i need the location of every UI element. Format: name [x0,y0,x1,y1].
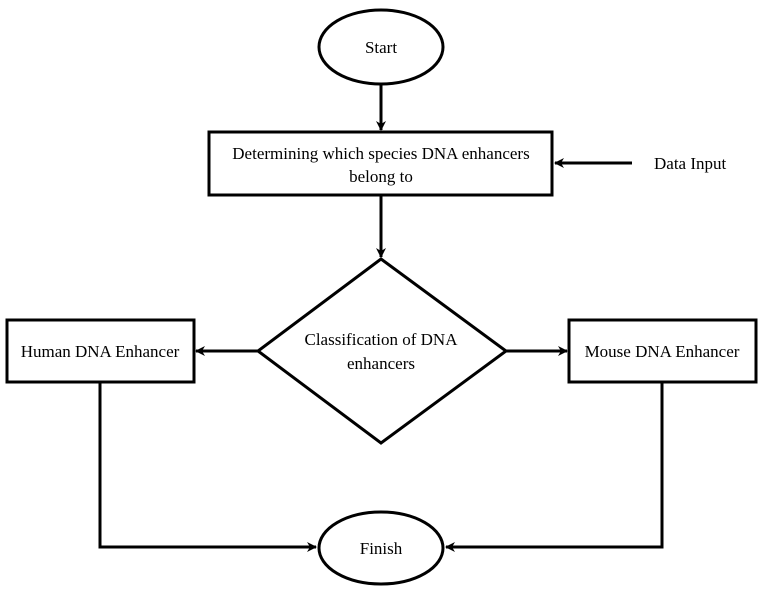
human-enhancer-label: Human DNA Enhancer [21,342,180,361]
finish-label: Finish [360,539,403,558]
decision-label-line2: enhancers [347,354,415,373]
process-label-line2: belong to [349,167,413,186]
finish-node: Finish [317,510,445,586]
arrow-human-to-finish [98,382,317,552]
process-label-line1: Determining which species DNA enhancers [232,144,529,163]
decision-label-line1: Classification of DNA [305,330,459,349]
start-label: Start [365,38,397,57]
data-input-label: Data Input [654,154,727,173]
human-enhancer-node: Human DNA Enhancer [5,318,196,384]
mouse-enhancer-node: Mouse DNA Enhancer [567,318,758,384]
start-node: Start [317,8,445,86]
mouse-enhancer-label: Mouse DNA Enhancer [585,342,740,361]
process-node: Determining which species DNA enhancers … [207,130,554,197]
decision-node: Classification of DNA enhancers [255,257,509,445]
arrow-mouse-to-finish [445,382,664,552]
